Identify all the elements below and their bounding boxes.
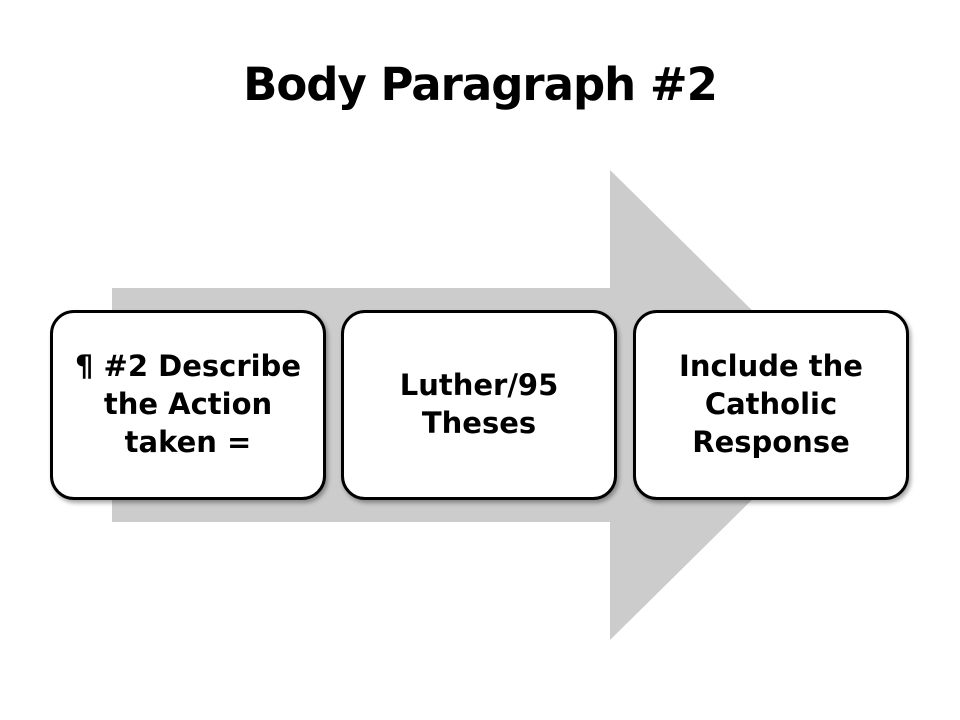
step-box-catholic-response: Include the Catholic Response: [633, 310, 909, 500]
slide-title: Body Paragraph #2: [243, 58, 718, 111]
step-box-describe-action: ¶ #2 Describe the Action taken =: [50, 310, 326, 500]
step-box-luther-theses: Luther/95 Theses: [341, 310, 617, 500]
step-text: Include the Catholic Response: [679, 349, 863, 459]
step-text: ¶ #2 Describe the Action taken =: [75, 349, 301, 459]
step-text: Luther/95 Theses: [399, 368, 559, 440]
